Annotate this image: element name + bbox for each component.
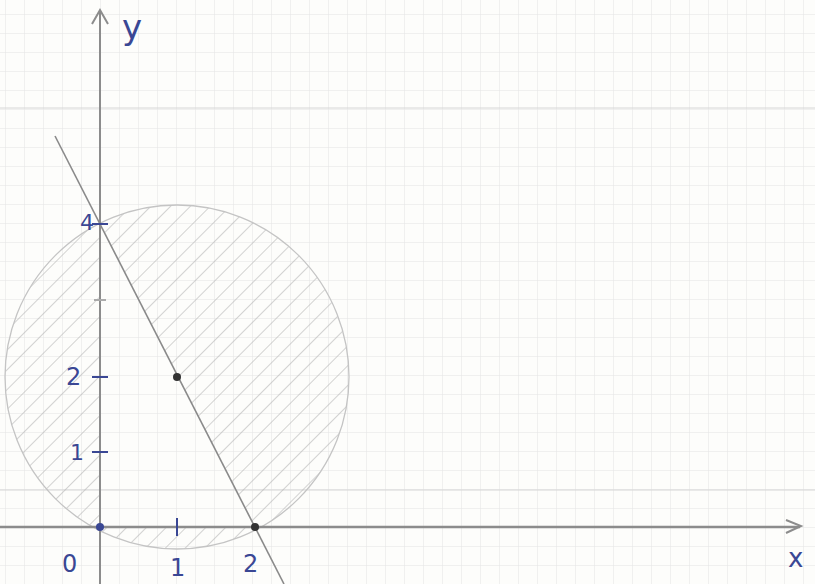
circle-curve [5,205,349,549]
axis-name: y [122,10,142,44]
y-axis [99,12,101,584]
tick-label: 4 [80,212,94,234]
tick-label: 2 [243,552,258,576]
axis-ticks [92,224,177,536]
points [96,373,259,531]
tick-label: 1 [170,556,185,580]
straight-line [55,136,284,584]
x-axis [0,526,800,529]
axis-name: x [788,545,803,571]
tick-label: 0 [62,552,77,576]
tick-label: 2 [66,365,81,389]
axis-arrow [786,520,801,533]
axis-arrow [92,10,108,24]
tick-label: 1 [70,442,84,464]
